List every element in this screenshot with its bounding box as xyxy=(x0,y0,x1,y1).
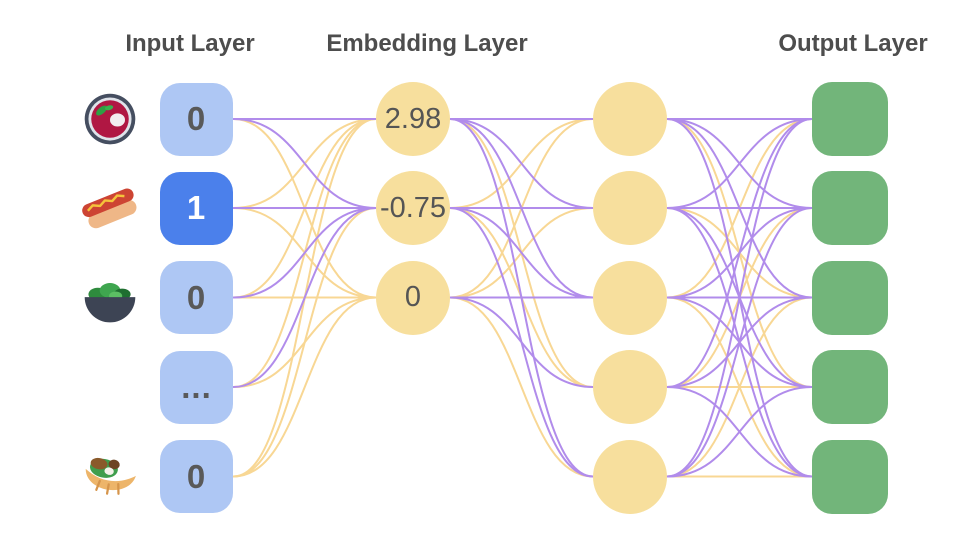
wire-hidden-output-5-4 xyxy=(666,386,813,478)
embedding-node-2: -0.75 xyxy=(376,171,450,245)
embedding-layer-title: Embedding Layer xyxy=(326,30,528,57)
input-node-1: 0 xyxy=(160,82,233,156)
soup-bowl-icon xyxy=(80,89,140,149)
hidden-node-5 xyxy=(593,439,667,514)
wire-hidden-output-5-3 xyxy=(666,296,813,478)
wire-embedding-hidden-1-2 xyxy=(449,118,594,209)
embedding-node-1: 2.98 xyxy=(376,82,450,156)
wire-embedding-hidden-2-3 xyxy=(449,207,594,299)
input-node-5: 0 xyxy=(160,440,233,513)
output-node-5 xyxy=(812,439,888,514)
salad-bowl-icon xyxy=(80,268,140,328)
hidden-node-1 xyxy=(593,82,667,156)
wire-input-embedding-5-3 xyxy=(232,296,377,478)
wire-input-embedding-1-2 xyxy=(232,118,377,209)
input-node-2: 1 xyxy=(160,171,233,245)
wire-hidden-output-5-2 xyxy=(666,207,813,478)
wire-embedding-hidden-3-4 xyxy=(449,296,594,388)
wire-hidden-output-5-1 xyxy=(666,118,813,478)
wire-embedding-hidden-3-5 xyxy=(449,296,594,478)
wire-hidden-output-2-1 xyxy=(666,118,813,209)
wire-input-embedding-3-2 xyxy=(232,207,377,299)
output-node-1 xyxy=(812,82,888,156)
output-node-2 xyxy=(812,171,888,245)
input-node-4: ... xyxy=(160,350,233,424)
output-node-4 xyxy=(812,350,888,424)
pita-icon xyxy=(80,447,140,507)
output-node-3 xyxy=(812,260,888,335)
hidden-node-4 xyxy=(593,350,667,424)
embedding-node-3: 0 xyxy=(376,260,450,335)
hot-dog-icon xyxy=(80,178,140,238)
wire-hidden-output-4-1 xyxy=(666,118,813,388)
hidden-node-2 xyxy=(593,171,667,245)
hidden-node-3 xyxy=(593,260,667,335)
output-layer-title: Output Layer xyxy=(778,30,928,57)
input-node-3: 0 xyxy=(160,261,233,334)
input-layer-title: Input Layer xyxy=(125,30,255,57)
wire-input-embedding-4-2 xyxy=(232,207,377,388)
wire-input-embedding-5-2 xyxy=(232,207,377,478)
